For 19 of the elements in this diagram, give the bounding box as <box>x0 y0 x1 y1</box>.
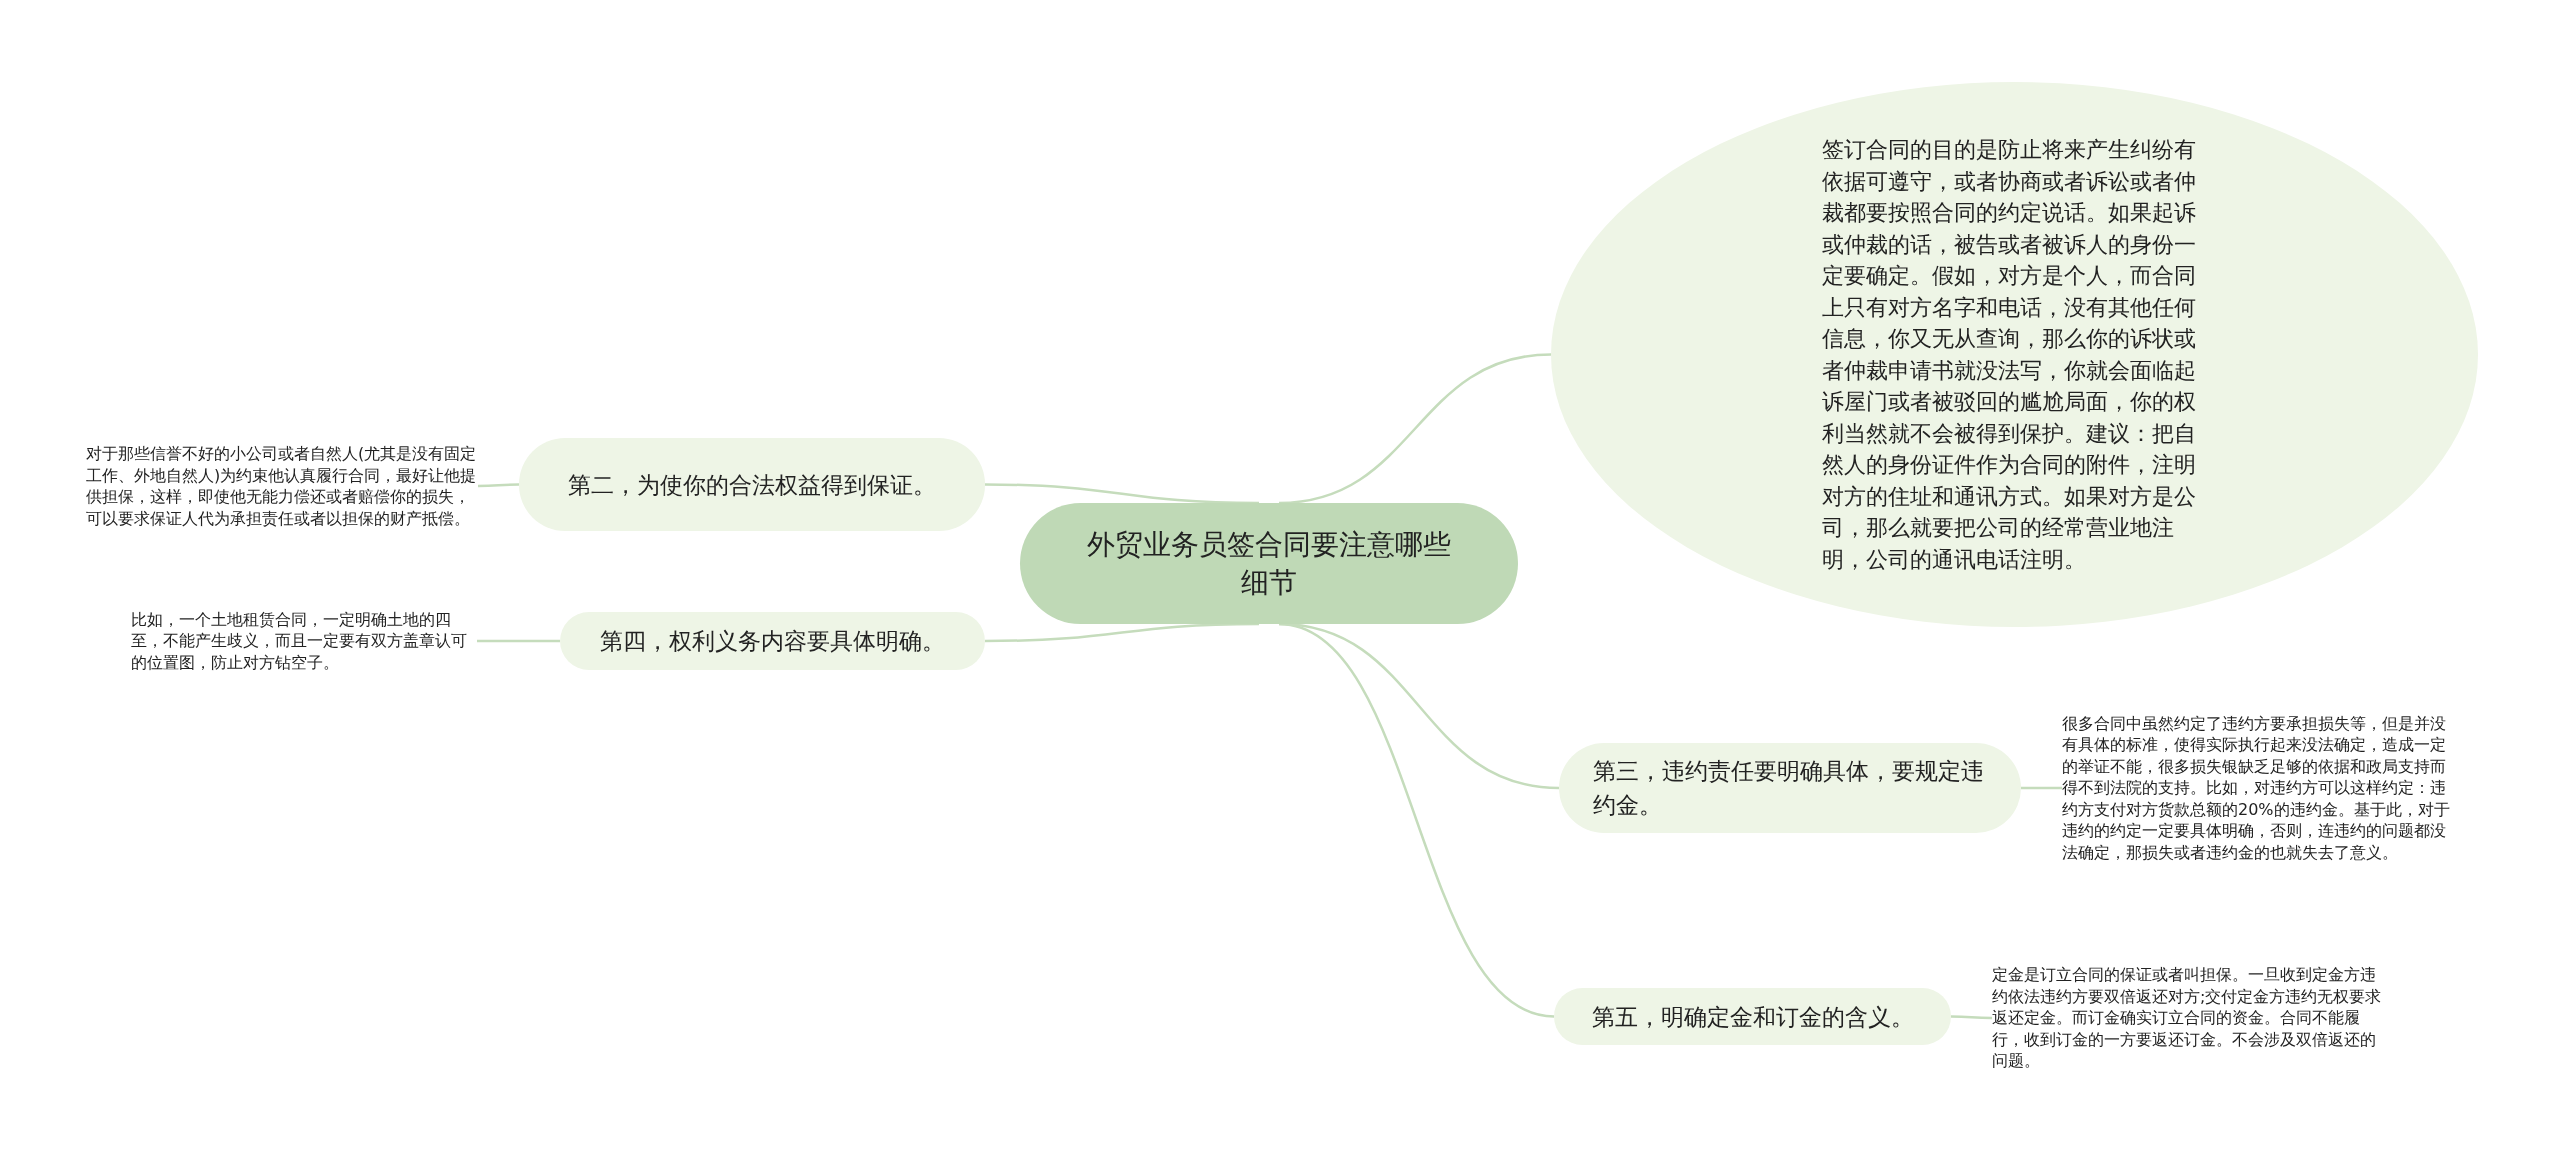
note-text: 很多合同中虽然约定了违约方要承担损失等，但是并没有具体的标准，使得实际执行起来没法确定，造成一定的举证不能，很多损失银缺乏足够的依据和政局支持而得不到法院的支持。比如，对违约方可以这样约定：违约方支付对方货款总额的20%的违约金。基于此，对于违约的约定一定要具体明确，否则，连违约的问题都没法确定，那损失或者违约金的也就失去了意义。 <box>2062 712 2451 864</box>
connector-line <box>985 622 1259 643</box>
topic-text: 第四，权利义务内容要具体明确。 <box>600 627 945 656</box>
connector-line <box>2021 786 2062 790</box>
topic-text: 外贸业务员签合同要注意哪些细节 <box>1086 526 1452 601</box>
note-text: 对于那些信誉不好的小公司或者自然人(尤其是没有固定工作、外地自然人)为约束他认真履行合同，最好让他提供担保，这样，即使他无能力偿还或者赔偿你的损失，可以要求保证人代为承担责任或者以担保的财产抵偿。 <box>86 443 478 529</box>
note-text: 比如，一个土地租赁合同，一定明确土地的四至，不能产生歧义，而且一定要有双方盖章认可的位置图，防止对方钻空子。 <box>131 608 468 674</box>
note-text: 定金是订立合同的保证或者叫担保。一旦收到定金方违约依法违约方要双倍返还对方;交付定金方违约无权要求返还定金。而订金确实订立合同的资金。合同不能履行，收到订金的一方要返还订金。不会涉及双倍返还的问题。 <box>1992 964 2383 1072</box>
topic-text: 第三，违约责任要明确具体，要规定违约金。 <box>1593 757 1985 820</box>
topic-text: 签订合同的目的是防止将来产生纠纷有依据可遵守，或者协商或者诉讼或者仲裁都要按照合同的约定说话。如果起诉或仲裁的话，被告或者被诉人的身份一定要确定。假如，对方是个人，而合同上只有对方名字和电话，没有其他任何信息，你又无从查询，那么你的诉状或者仲裁申请书就没法写，你就会面临起诉屋门或者被驳回的尴尬局面，你的权利当然就不会被得到保护。建议：把自然人的身份证件作为合同的附件，注明对方的住址和通讯方式。如果对方是公司，那么就要把公司的经常营业地注明，公司的通讯电话注明。 <box>1821 136 2197 574</box>
connector-line <box>1278 622 1555 1018</box>
connector-line <box>1951 1015 1992 1020</box>
connector-line <box>1278 353 1552 505</box>
topic-text: 第五，明确定金和订金的含义。 <box>1591 1002 1914 1032</box>
connector-line <box>477 639 560 643</box>
connector-line <box>985 483 1259 505</box>
topic-text: 第二，为使你的合法权益得到保证。 <box>568 470 936 500</box>
connector-line <box>478 483 519 488</box>
topic-pill <box>1554 988 1951 1045</box>
